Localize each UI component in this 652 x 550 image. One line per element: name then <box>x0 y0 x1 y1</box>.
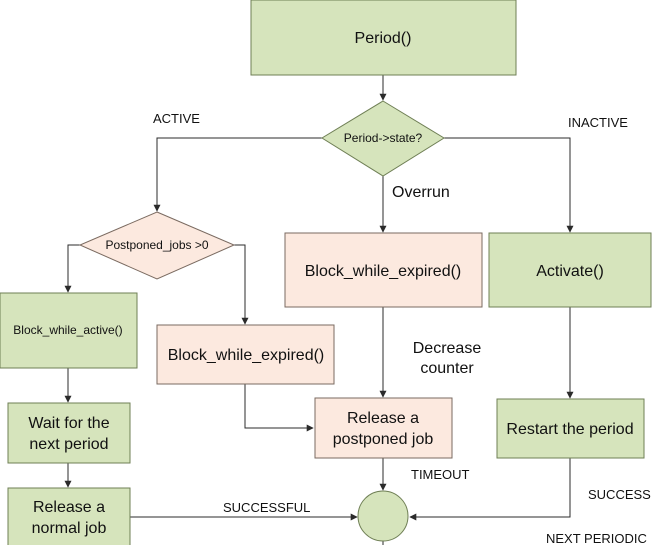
node-block-expired-mid-label: Block_while_expired() <box>305 263 462 280</box>
edge-postponed-no <box>64 244 80 293</box>
node-release-postponed-line1: Release a <box>347 410 419 427</box>
node-block-expired-left: Block_while_expired() <box>156 324 335 385</box>
node-release-normal-line1: Release a <box>33 499 105 516</box>
node-wait: Wait for the next period <box>7 402 131 464</box>
label-success-right: SUCCESS <box>588 487 651 502</box>
node-terminal <box>357 490 409 542</box>
label-overrun: Overrun <box>392 184 450 201</box>
label-decrease-line2: counter <box>420 360 474 377</box>
connectors <box>64 75 574 545</box>
label-active: ACTIVE <box>153 111 200 126</box>
node-block-expired-mid: Block_while_expired() <box>284 232 483 308</box>
edge-expired-to-postponed <box>244 384 314 432</box>
node-state-decision: Period->state? <box>321 100 445 177</box>
node-state-decision-label: Period->state? <box>344 131 423 145</box>
node-wait-line1: Wait for the <box>28 415 109 432</box>
node-postponed-decision-label: Postponed_jobs >0 <box>105 238 208 252</box>
edge-inactive <box>444 137 574 233</box>
node-wait-line2: next period <box>29 436 108 453</box>
label-successful: SUCCESSFUL <box>223 500 310 515</box>
label-next-periodic: NEXT PERIODIC <box>546 531 647 545</box>
node-release-postponed-line2: postponed job <box>333 431 434 448</box>
node-period: Period() <box>250 0 517 76</box>
node-activate: Activate() <box>488 232 652 308</box>
node-release-postponed: Release a postponed job <box>314 397 453 459</box>
label-inactive: INACTIVE <box>568 115 628 130</box>
node-block-active-label: Block_while_active() <box>13 323 122 337</box>
edge-success-right <box>409 458 571 521</box>
edge-postponed-yes <box>234 244 249 325</box>
edge-active <box>153 137 322 212</box>
node-postponed-decision: Postponed_jobs >0 <box>78 211 236 280</box>
node-release-normal-line2: normal job <box>32 520 107 537</box>
node-restart-label: Restart the period <box>506 421 633 438</box>
label-decrease-line1: Decrease <box>413 340 482 357</box>
label-timeout: TIMEOUT <box>411 467 470 482</box>
node-restart: Restart the period <box>496 398 645 459</box>
node-release-normal: Release a normal job <box>7 487 131 549</box>
node-block-expired-left-label: Block_while_expired() <box>168 347 325 364</box>
node-block-active: Block_while_active() <box>0 292 138 369</box>
node-period-label: Period() <box>355 30 412 47</box>
node-activate-label: Activate() <box>536 263 604 280</box>
